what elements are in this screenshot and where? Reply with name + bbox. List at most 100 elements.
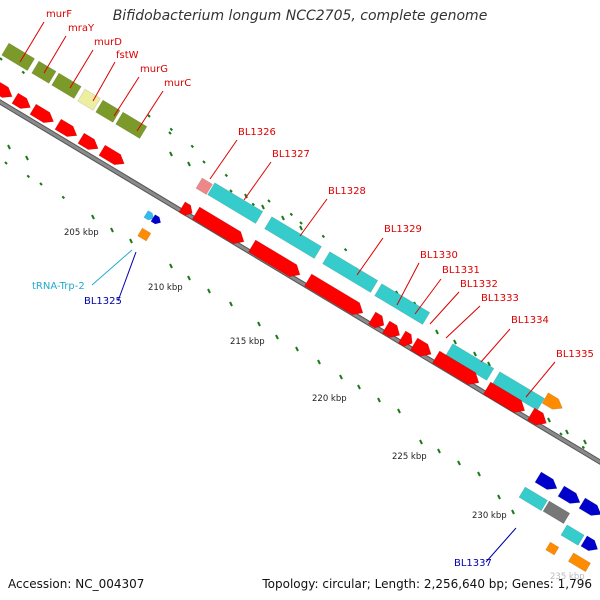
callout-line xyxy=(92,61,116,102)
callout-line xyxy=(525,361,556,398)
gene-label[interactable]: BL1335 xyxy=(556,349,594,360)
scale-tick xyxy=(21,70,26,75)
callout-line xyxy=(19,21,45,63)
scale-tick xyxy=(4,161,8,165)
scale-tick xyxy=(229,189,233,193)
gene-label[interactable]: BL1332 xyxy=(460,279,498,290)
callout-line xyxy=(113,76,140,117)
gene-BL1332[interactable] xyxy=(381,320,401,338)
gene-blue-4[interactable] xyxy=(580,535,599,552)
scale-tick xyxy=(229,301,233,307)
gene-forward-6[interactable] xyxy=(98,144,125,166)
scale-tick xyxy=(339,374,343,380)
scale-tick xyxy=(251,202,256,207)
gene-label[interactable]: BL1326 xyxy=(238,127,276,138)
gene-label[interactable]: murF xyxy=(46,9,72,20)
gene-BL1327[interactable] xyxy=(207,182,264,224)
gene-label[interactable]: BL1331 xyxy=(442,265,480,276)
gene-BL1329-forward[interactable] xyxy=(303,273,364,316)
gene-murG[interactable] xyxy=(115,111,148,139)
callout-line xyxy=(209,139,238,180)
gene-blue-2[interactable] xyxy=(557,485,581,504)
gene-BL1325-arrow[interactable] xyxy=(150,214,162,225)
scale-tick xyxy=(583,439,587,445)
gene-forward-3[interactable] xyxy=(29,103,55,124)
gene-BL1333[interactable] xyxy=(409,337,432,357)
scale-tick xyxy=(267,199,271,203)
gene-murF[interactable] xyxy=(1,42,36,72)
scale-tick xyxy=(207,288,211,294)
gene-forward-1[interactable] xyxy=(0,81,13,98)
gene-BL1335-forward[interactable] xyxy=(482,381,526,413)
gene-BL1337[interactable] xyxy=(518,486,548,512)
scale-tick xyxy=(110,227,114,233)
gene-tRNA-Trp-2[interactable] xyxy=(143,210,155,221)
gene-murD[interactable] xyxy=(77,88,101,111)
scale-label: 225 kbp xyxy=(392,452,427,462)
gene-blue-1[interactable] xyxy=(534,471,558,490)
gene-orange-1[interactable] xyxy=(541,392,563,410)
scale-tick xyxy=(511,509,515,515)
gene-orange-3[interactable] xyxy=(567,552,592,573)
gene-BL1325[interactable] xyxy=(137,227,152,242)
gene-BL1328-forward[interactable] xyxy=(247,239,301,278)
scale-tick xyxy=(317,359,321,365)
gene-orange-2[interactable] xyxy=(545,541,560,556)
gene-label[interactable]: mraY xyxy=(68,23,95,34)
gene-label[interactable]: BL1327 xyxy=(272,149,310,160)
callout-line xyxy=(414,278,442,315)
scale-label: 215 kbp xyxy=(230,337,265,347)
scale-tick xyxy=(487,361,491,367)
gene-label[interactable]: BL1334 xyxy=(511,315,549,326)
gene-label[interactable]: murD xyxy=(94,37,122,48)
gene-label[interactable]: BL1337 xyxy=(454,558,492,569)
gene-label[interactable]: murG xyxy=(140,64,168,75)
gene-label[interactable]: BL1325 xyxy=(84,296,122,307)
gene-label[interactable]: tRNA-Trp-2 xyxy=(32,281,85,292)
map-title: Bifidobacterium longum NCC2705, complete… xyxy=(112,8,488,24)
gene-BL1326[interactable] xyxy=(195,177,213,195)
gene-label[interactable]: fstW xyxy=(116,50,139,61)
gene-label[interactable]: BL1329 xyxy=(384,224,422,235)
scale-label: 220 kbp xyxy=(312,394,347,404)
gene-forward-4[interactable] xyxy=(54,118,78,137)
scale-label: 230 kbp xyxy=(472,511,507,521)
scale-tick xyxy=(457,460,461,466)
scale-tick xyxy=(547,417,551,423)
scale-tick xyxy=(357,384,361,390)
scale-tick xyxy=(187,161,191,167)
scale-label: 210 kbp xyxy=(148,283,183,293)
gene-label[interactable]: BL1330 xyxy=(420,250,458,261)
gene-label[interactable]: BL1333 xyxy=(481,293,519,304)
scale-label: 205 kbp xyxy=(64,228,99,238)
gene-blue-3[interactable] xyxy=(578,497,600,516)
gene-grey[interactable] xyxy=(542,500,571,525)
scale-tick xyxy=(190,144,195,149)
gene-BL1331[interactable] xyxy=(367,311,385,329)
scale-tick xyxy=(281,215,285,221)
gene-murC-forward[interactable] xyxy=(77,132,99,150)
callout-line xyxy=(243,161,272,201)
gene-cyan-bottom[interactable] xyxy=(560,524,585,546)
scale-tick xyxy=(377,397,381,403)
scale-tick xyxy=(244,193,248,199)
callout-line xyxy=(69,49,94,89)
gene-label[interactable]: BL1328 xyxy=(328,186,366,197)
scale-tick xyxy=(202,160,206,164)
gene-BL1334[interactable] xyxy=(445,343,495,381)
gene-BL1332-2[interactable] xyxy=(397,330,413,347)
gene-BL1327-forward[interactable] xyxy=(191,206,245,245)
gene-fstW[interactable] xyxy=(95,99,121,123)
gene-BL1336-forward[interactable] xyxy=(526,407,547,426)
gene-BL1326-forward[interactable] xyxy=(178,201,193,216)
gene-BL1334-forward[interactable] xyxy=(431,350,480,385)
gene-BL1329[interactable] xyxy=(322,251,379,293)
scale-tick xyxy=(261,204,265,210)
gene-forward-2[interactable] xyxy=(11,92,31,109)
gene-BL1328[interactable] xyxy=(264,216,322,259)
scale-tick xyxy=(39,182,43,186)
gene-BL1330[interactable] xyxy=(374,283,431,325)
gene-label[interactable]: murC xyxy=(164,78,191,89)
